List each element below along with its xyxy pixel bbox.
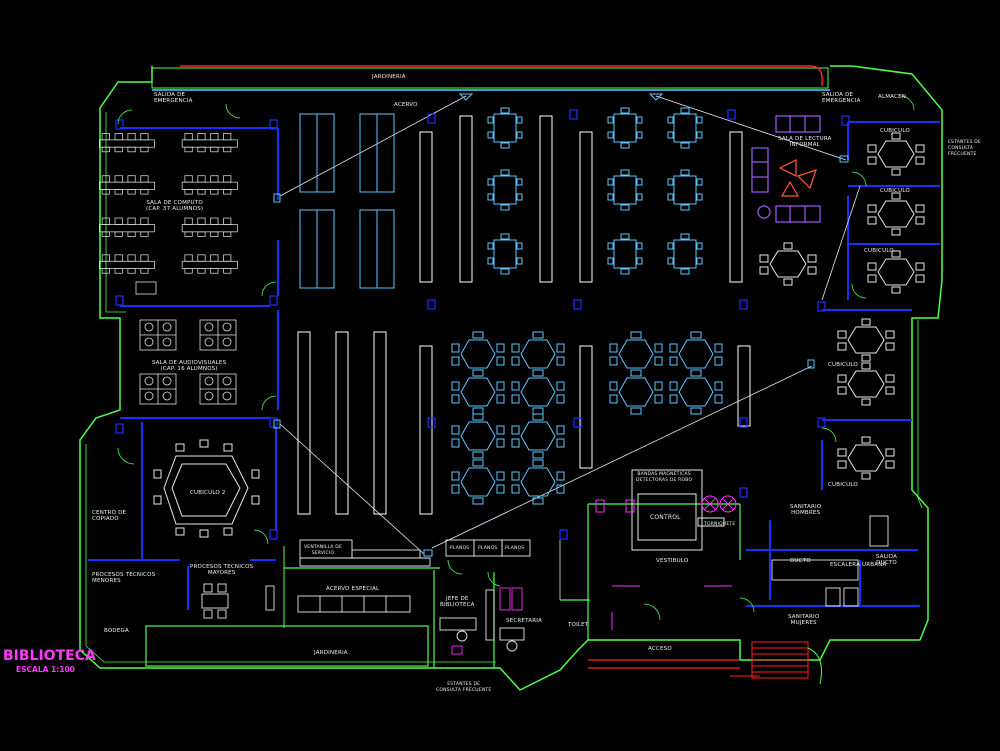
acervo-label: ACERVO	[394, 102, 418, 108]
sanitario-mujeres-label: SANITARIO MUJERES	[788, 614, 820, 626]
columns	[115, 109, 850, 540]
lounge-center-table	[778, 159, 817, 197]
secretaria-label: SECRETARIA	[506, 618, 543, 624]
vestibulo-label: VESTIBULO	[656, 558, 689, 564]
restrooms	[771, 515, 889, 607]
office-furniture	[439, 587, 525, 655]
lounge-sofas	[751, 115, 821, 223]
acervo-especial-label: ACERVO ESPECIAL	[326, 586, 380, 592]
reading-tables	[487, 107, 703, 275]
processing-table	[201, 583, 275, 619]
salida-left-label: SALIDA DE EMERGENCIA	[154, 92, 193, 104]
cubiculo-4-label: CUBICULO	[828, 362, 858, 368]
outer-wall	[79, 65, 943, 691]
almacen-label: ALMACEN	[878, 94, 907, 100]
cubiculo-grupal-label: CUBICULO 2	[190, 490, 226, 496]
jefe-biblioteca-label: JEFE DE BIBLIOTECA	[440, 596, 475, 608]
shelving-lower	[297, 331, 751, 515]
computer-lab	[98, 133, 238, 295]
jardineria-top	[151, 67, 829, 89]
sanitario-hombres-label: SANITARIO HOMBRES	[790, 504, 822, 516]
bodega-label: BODEGA	[104, 628, 129, 634]
banco-barras-label: BANDAS MAGNETICAS DETECTORAS DE ROBO	[636, 472, 693, 483]
drawing-scale: ESCALA 1:100	[16, 665, 75, 674]
cubiculo-2-label: CUBICULO	[880, 188, 910, 194]
sala-lectura-label: SALA DE LECTURA INFORMAL	[778, 136, 832, 148]
turnstiles	[595, 495, 737, 630]
jardineria-bottom-label: JARDINERIA	[314, 650, 348, 656]
procesos-mayores-label: PROCESOS TECNICOS MAYORES	[190, 564, 254, 576]
drawing-title: BIBLIOTECA	[3, 648, 96, 664]
estantes-bottom-label: ESTANTES DE CONSULTA FRECUENTE	[436, 682, 492, 693]
torniquete-label: TORNIQUETE	[704, 522, 736, 527]
planos-2-label: PLANOS	[478, 546, 498, 551]
cubiculo-5-label: CUBICULO	[828, 482, 858, 488]
light-fixtures	[273, 93, 849, 557]
shelving-upper	[419, 115, 743, 283]
carrels	[299, 113, 395, 289]
toilet-label: TOILET	[568, 622, 589, 628]
ventanilla-label: VENTANILLA DE SERVICIO	[304, 545, 342, 556]
group-table	[153, 439, 260, 538]
cubiculo-1-label: CUBICULO	[880, 128, 910, 134]
jardineria-top-red	[180, 65, 823, 86]
jardineria-top-label: JARDINERIA	[372, 74, 406, 80]
sala-audiovisual-label: SALA DE AUDIOVISUALES (CAP. 16 ALUMNOS)	[152, 360, 227, 372]
salida-right-label: SALIDA DE EMERGENCIA	[822, 92, 861, 104]
escalera-label: ESCALERA URBANA	[830, 562, 887, 568]
planos-1-label: PLANOS	[450, 546, 470, 551]
door-swings	[117, 95, 915, 621]
planos-3-label: PLANOS	[505, 546, 525, 551]
vestibule	[559, 503, 741, 640]
control-desk	[631, 469, 725, 551]
interior-walls	[88, 121, 940, 610]
ducto-label: DUCTO	[790, 558, 811, 564]
cubicle-tables	[759, 132, 925, 480]
centro-copiado-label: CENTRO DE COPIADO	[92, 510, 127, 522]
sala-computo-label: SALA DE COMPUTO (CAP. 37 ALUMNOS)	[146, 200, 204, 212]
stair	[730, 641, 822, 685]
acceso-label: ACCESO	[648, 646, 672, 652]
procesos-menores-label: PROCESOS TECNICOS MENORES	[92, 572, 156, 584]
control-label: CONTROL	[650, 514, 681, 521]
salida-ducto-label: SALIDA DUCTO	[876, 554, 898, 566]
service-block	[297, 539, 531, 613]
entrance-steps	[588, 659, 740, 669]
cubiculo-3-label: CUBICULO	[864, 248, 894, 254]
sight-lines	[279, 95, 861, 555]
estantes-note-label: ESTANTES DE CONSULTA FRECUENTE	[948, 140, 981, 157]
jardineria-bottom	[145, 625, 429, 667]
